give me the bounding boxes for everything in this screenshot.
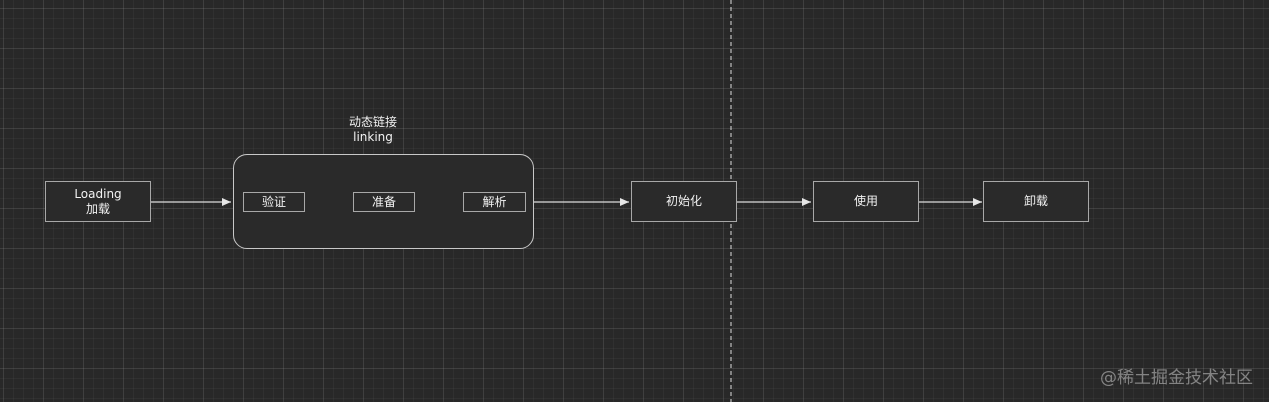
node-init[interactable]: 初始化: [631, 181, 737, 222]
node-verify[interactable]: 验证: [243, 192, 305, 212]
node-loading-label-en: Loading: [74, 186, 122, 201]
node-use[interactable]: 使用: [813, 181, 919, 222]
watermark: @稀土掘金技术社区: [1100, 368, 1253, 388]
linking-title-chinese: 动态链接: [348, 115, 397, 129]
node-use-label: 使用: [853, 194, 878, 208]
node-unload[interactable]: 卸载: [983, 181, 1089, 222]
node-resolve[interactable]: 解析: [463, 192, 526, 212]
node-verify-label: 验证: [261, 194, 286, 209]
node-unload-label: 卸载: [1023, 194, 1048, 208]
node-init-label: 初始化: [665, 194, 702, 208]
linking-title-english: linking: [353, 130, 393, 144]
node-loading-label-zh: 加载: [85, 201, 110, 216]
node-prepare[interactable]: 准备: [353, 192, 415, 212]
node-prepare-label: 准备: [371, 194, 396, 209]
node-resolve-label: 解析: [482, 194, 507, 209]
node-loading[interactable]: Loading 加载: [45, 181, 151, 222]
linking-group-title: 动态链接 linking: [323, 115, 423, 145]
